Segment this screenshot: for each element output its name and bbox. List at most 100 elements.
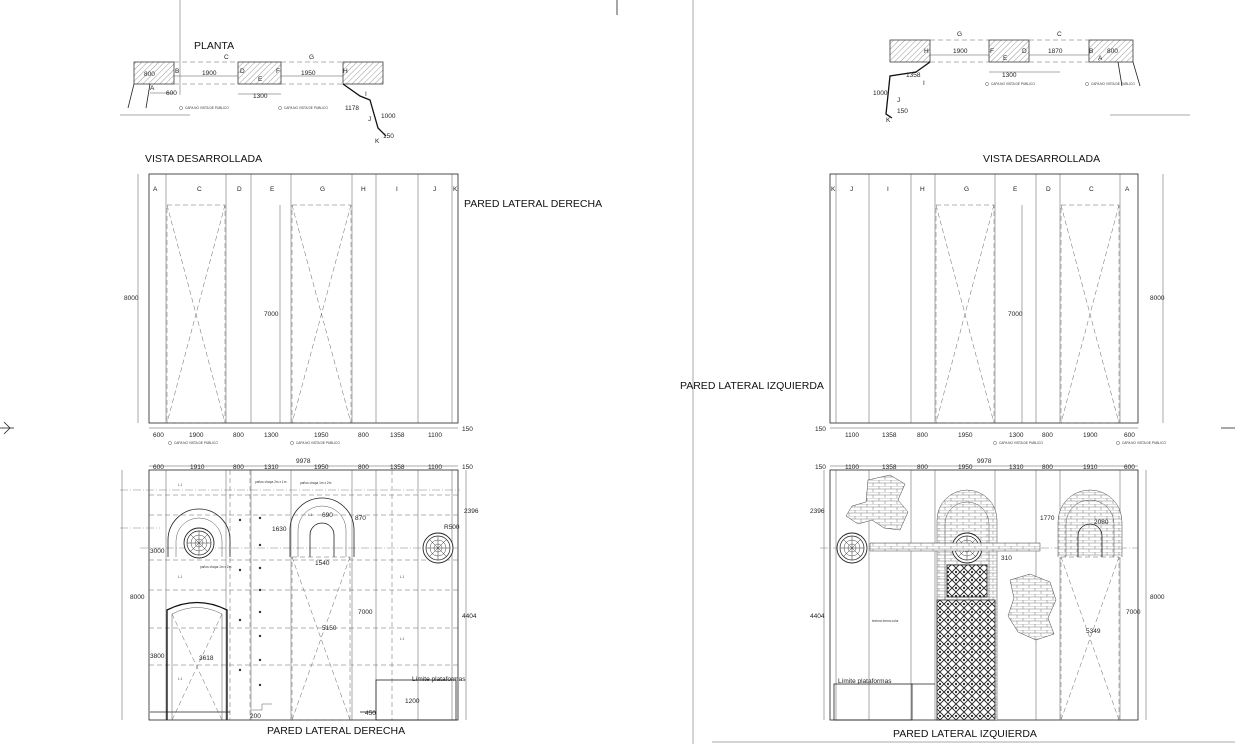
- svg-text:J: J: [368, 116, 371, 123]
- svg-text:1310: 1310: [264, 464, 279, 471]
- svg-text:A: A: [153, 186, 158, 193]
- svg-text:C: C: [1057, 31, 1062, 38]
- svg-text:8000: 8000: [1150, 594, 1165, 601]
- svg-text:K: K: [831, 186, 836, 193]
- svg-text:D: D: [240, 68, 245, 75]
- svg-text:1540: 1540: [315, 560, 330, 567]
- svg-text:1900: 1900: [1083, 432, 1098, 439]
- svg-text:3800: 3800: [150, 653, 165, 660]
- svg-text:1950: 1950: [314, 432, 329, 439]
- svg-text:800: 800: [358, 432, 369, 439]
- svg-text:CAPA NO VISTA DE PUBLICO: CAPA NO VISTA DE PUBLICO: [296, 441, 340, 445]
- svg-text:2396: 2396: [464, 508, 479, 515]
- svg-text:1300: 1300: [264, 432, 279, 439]
- svg-text:textura forma color: textura forma color: [872, 619, 900, 623]
- svg-text:1900: 1900: [953, 48, 968, 55]
- svg-text:C: C: [197, 186, 202, 193]
- svg-text:H: H: [343, 68, 348, 75]
- svg-text:1200: 1200: [405, 698, 420, 705]
- svg-text:800: 800: [917, 464, 928, 471]
- svg-text:CAPA NO VISTA DE PUBLICO: CAPA NO VISTA DE PUBLICO: [1091, 82, 1135, 86]
- svg-text:H: H: [920, 186, 925, 193]
- svg-text:150: 150: [815, 464, 826, 471]
- svg-text:7000: 7000: [358, 609, 373, 616]
- svg-text:600: 600: [1124, 464, 1135, 471]
- svg-text:8000: 8000: [124, 295, 139, 302]
- svg-text:A: A: [1125, 186, 1130, 193]
- svg-text:3000: 3000: [150, 548, 165, 555]
- developed-view-left: VISTA DESARROLLADA PARED LATERAL DERECHA…: [124, 153, 602, 445]
- svg-text:450: 450: [365, 710, 376, 717]
- svg-text:B: B: [1089, 48, 1093, 55]
- svg-text:CAPA NO VISTA DE PUBLICO: CAPA NO VISTA DE PUBLICO: [1122, 441, 1166, 445]
- svg-text:3618: 3618: [199, 655, 214, 662]
- svg-text:200: 200: [250, 713, 261, 720]
- svg-text:Límite plataformas: Límite plataformas: [838, 678, 892, 685]
- svg-text:1178: 1178: [345, 105, 359, 112]
- svg-text:1300: 1300: [253, 93, 268, 100]
- svg-text:4404: 4404: [462, 613, 477, 620]
- svg-text:2396: 2396: [810, 508, 825, 515]
- svg-text:I: I: [887, 186, 889, 193]
- svg-text:800: 800: [358, 464, 369, 471]
- svg-text:G: G: [964, 186, 969, 193]
- svg-text:I: I: [365, 91, 367, 98]
- svg-text:CAPA NO VISTA DE PUBLICO: CAPA NO VISTA DE PUBLICO: [991, 82, 1035, 86]
- svg-text:1100: 1100: [845, 432, 859, 439]
- svg-text:D: D: [237, 186, 242, 193]
- svg-text:L 1: L 1: [178, 677, 183, 681]
- svg-text:K: K: [886, 117, 891, 124]
- svg-text:800: 800: [1042, 464, 1053, 471]
- svg-text:A: A: [1098, 55, 1103, 62]
- svg-text:D: D: [1046, 186, 1051, 193]
- svg-text:1100: 1100: [428, 432, 442, 439]
- svg-text:600: 600: [166, 90, 177, 97]
- svg-text:7000: 7000: [1008, 311, 1023, 318]
- svg-text:1000: 1000: [381, 113, 396, 120]
- svg-text:800: 800: [233, 432, 244, 439]
- svg-text:1358: 1358: [390, 432, 405, 439]
- svg-text:1300: 1300: [1002, 72, 1017, 79]
- svg-text:L 1: L 1: [308, 513, 313, 517]
- svg-text:H: H: [924, 48, 929, 55]
- svg-text:E: E: [1013, 186, 1018, 193]
- svg-text:600: 600: [153, 432, 164, 439]
- svg-text:5150: 5150: [322, 625, 337, 632]
- svg-text:L 1: L 1: [178, 575, 183, 579]
- svg-text:600: 600: [153, 464, 164, 471]
- svg-text:K: K: [453, 186, 458, 193]
- svg-text:CAPA NO VISTA DE PUBLICO: CAPA NO VISTA DE PUBLICO: [174, 441, 218, 445]
- svg-text:1358: 1358: [882, 464, 897, 471]
- svg-text:K: K: [375, 138, 380, 145]
- side-label: PARED LATERAL DERECHA: [464, 198, 602, 210]
- svg-text:G: G: [309, 54, 314, 61]
- svg-text:L 1: L 1: [178, 483, 183, 487]
- svg-text:4404: 4404: [810, 613, 825, 620]
- plan-left: PLANTA C G B D E F H A I J K 800 1900 19…: [127, 40, 396, 145]
- svg-text:L 1: L 1: [400, 637, 405, 641]
- svg-text:J: J: [433, 186, 436, 193]
- svg-text:I: I: [923, 80, 925, 87]
- svg-text:1910: 1910: [1083, 464, 1098, 471]
- svg-text:1100: 1100: [845, 464, 859, 471]
- svg-text:H: H: [361, 186, 366, 193]
- svg-text:J: J: [897, 97, 900, 104]
- frame-arrow: [3, 421, 11, 435]
- svg-text:CAPA NO VISTA DE PUBLICO: CAPA NO VISTA DE PUBLICO: [185, 106, 229, 110]
- svg-text:F: F: [990, 48, 994, 55]
- svg-text:1100: 1100: [428, 464, 442, 471]
- svg-text:Límite plataformas: Límite plataformas: [412, 676, 466, 683]
- svg-text:5349: 5349: [1086, 628, 1101, 635]
- svg-text:J: J: [850, 186, 853, 193]
- svg-text:800: 800: [233, 464, 244, 471]
- svg-text:2080: 2080: [1094, 519, 1109, 526]
- developed-title: VISTA DESARROLLADA: [145, 153, 262, 165]
- svg-text:C: C: [1089, 186, 1094, 193]
- svg-text:600: 600: [1124, 432, 1135, 439]
- svg-text:paños chapa 2m x 1m: paños chapa 2m x 1m: [255, 480, 287, 484]
- elevation-right: PARED LATERAL IZQUIERDA: [810, 458, 1165, 740]
- svg-text:870: 870: [355, 515, 366, 522]
- elevation-left: PARED LATERAL DERECHA: [120, 458, 479, 737]
- svg-text:1770: 1770: [1040, 515, 1055, 522]
